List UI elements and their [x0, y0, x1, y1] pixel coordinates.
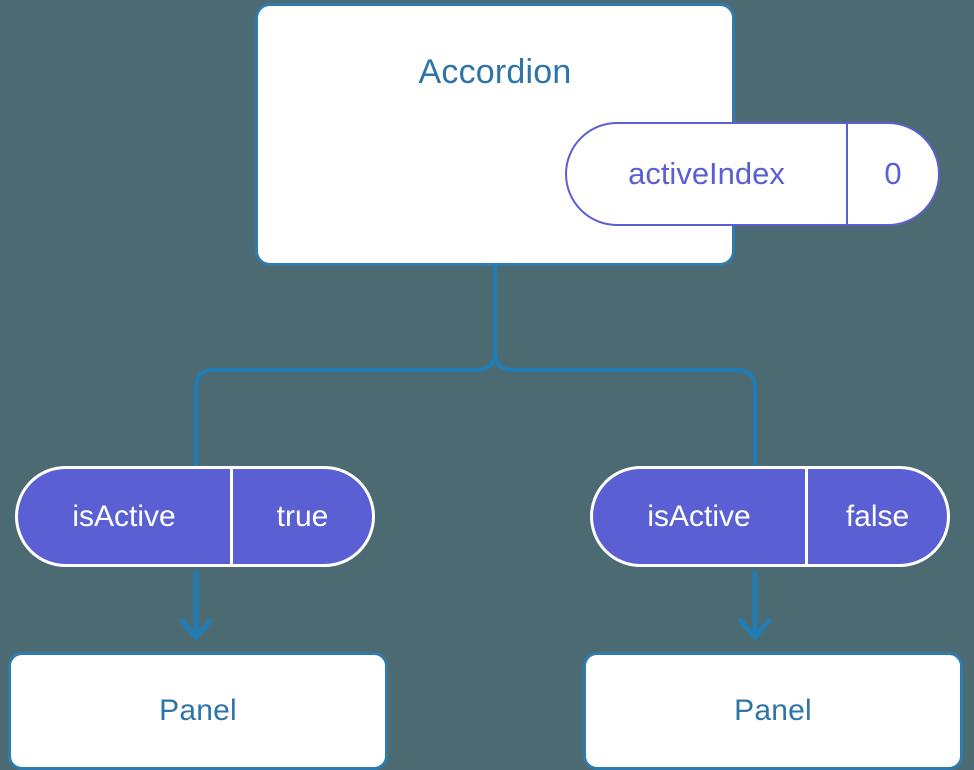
- prop-value-is-active-left: true: [276, 499, 329, 533]
- arrow-down-icon-right: [738, 618, 772, 640]
- connector-branch-left: [194, 351, 497, 466]
- prop-value-is-active-right: false: [845, 499, 910, 533]
- panel-component-card-right[interactable]: Panel: [583, 652, 963, 770]
- accordion-component-card[interactable]: Accordion activeIndex 0: [255, 3, 940, 266]
- prop-key-is-active-right: isActive: [593, 469, 808, 564]
- prop-key-active-index: activeIndex: [567, 124, 848, 224]
- accordion-component-label: Accordion: [418, 53, 572, 91]
- connector-branch-right: [493, 351, 757, 466]
- prop-pill-active-index[interactable]: activeIndex 0: [565, 122, 940, 226]
- arrow-down-icon-left: [179, 618, 213, 640]
- prop-key-is-active-left: isActive: [18, 469, 233, 564]
- panel-component-card-left[interactable]: Panel: [8, 652, 388, 770]
- prop-pill-is-active-false[interactable]: isActive false: [590, 466, 950, 567]
- prop-pill-is-active-true[interactable]: isActive true: [15, 466, 375, 567]
- panel-component-label-right: Panel: [734, 694, 812, 727]
- panel-component-label-left: Panel: [159, 694, 237, 727]
- prop-value-active-index: 0: [884, 156, 902, 191]
